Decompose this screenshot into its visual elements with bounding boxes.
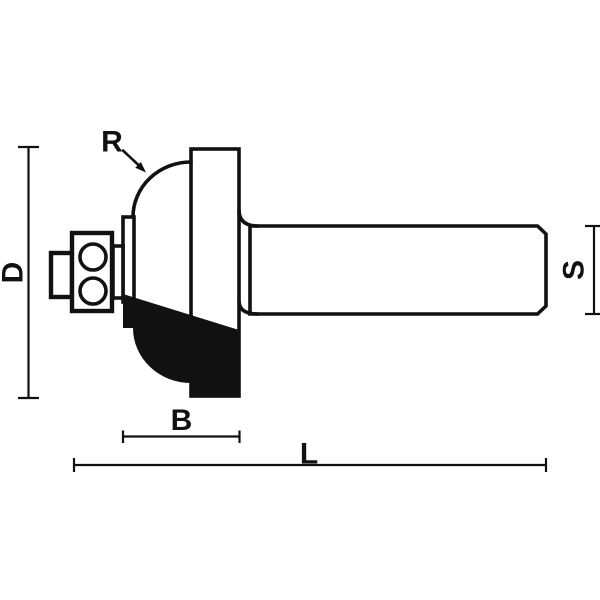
label-cutting-length: B [171,404,193,437]
spacer [111,244,125,300]
fillet-top [237,208,260,228]
dimension-s: S [558,224,600,316]
bearing-assembly [48,230,115,314]
dimension-l: L [72,438,548,472]
label-overall-length: L [300,438,318,471]
fillet-bottom [237,299,260,316]
radius-callout: R [101,126,146,173]
label-radius: R [101,126,123,159]
label-diameter: D [0,262,30,284]
shank [248,224,548,316]
label-shank: S [558,260,591,280]
roundover-profile-curve [131,160,193,219]
dimension-d: D [0,145,39,400]
bearing-ball-bottom [78,276,108,306]
bearing-ball-top [78,242,108,272]
cutter-wing-filled [123,294,239,396]
dimension-b: B [121,404,241,443]
radius-arrow-head [135,162,146,173]
bearing-screw [48,250,75,300]
radius-arrow-line [121,149,141,168]
